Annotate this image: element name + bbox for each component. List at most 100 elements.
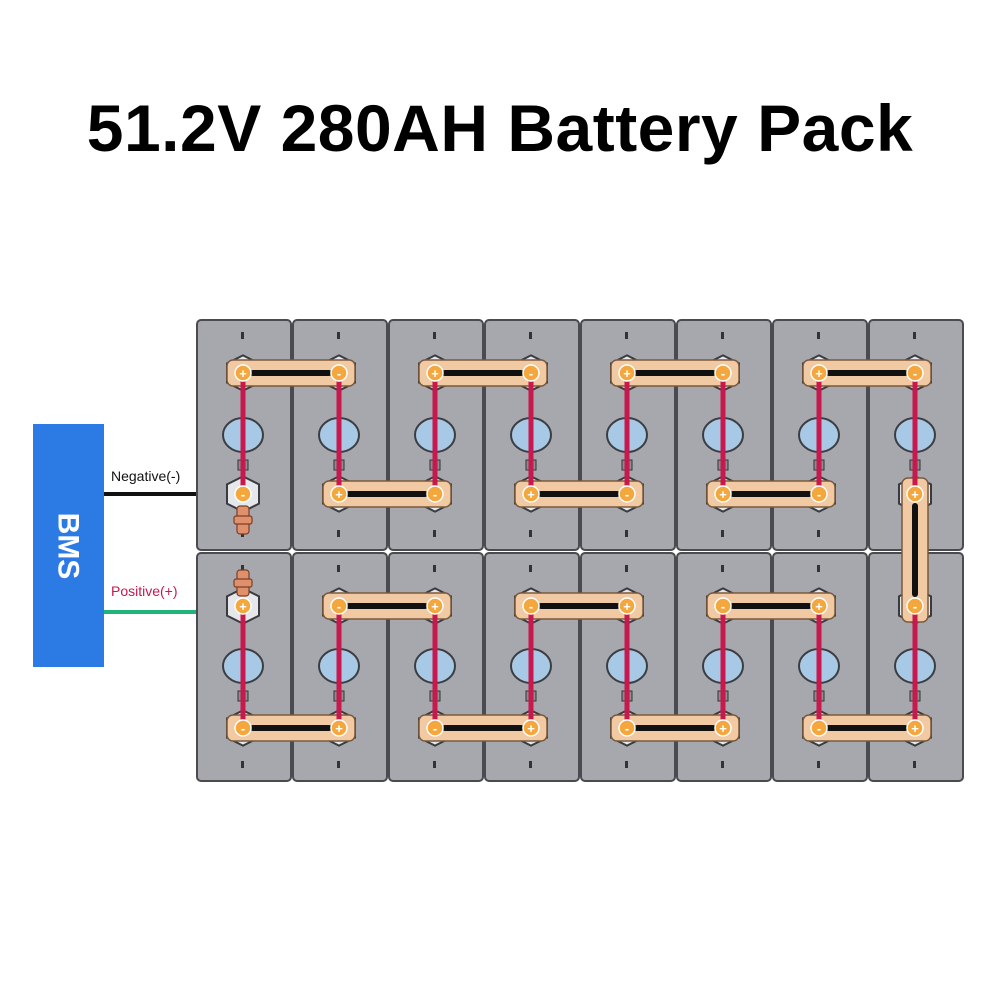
- positive-terminal-icon: +: [426, 597, 444, 615]
- cell-mark: [625, 332, 628, 339]
- terminal-dot: [426, 364, 444, 382]
- positive-terminal-icon: +: [426, 364, 444, 382]
- terminal-dot: [330, 485, 348, 503]
- balance-wire-layer: [240, 370, 918, 731]
- cell-mark: [337, 761, 340, 768]
- terminal-dot: [234, 719, 252, 737]
- terminal-polarity: +: [719, 721, 727, 736]
- terminal-dot: [330, 364, 348, 382]
- terminal-dot: [618, 719, 636, 737]
- cell-mark: [529, 332, 532, 339]
- positive-terminal-icon: +: [330, 719, 348, 737]
- terminal-polarity: -: [817, 487, 821, 502]
- cell-mark: [241, 332, 244, 339]
- negative-terminal-icon: -: [522, 364, 540, 382]
- cell-mark: [625, 761, 628, 768]
- busbar: [706, 592, 836, 620]
- cell-mark: [337, 332, 340, 339]
- cell-mark: [721, 530, 724, 537]
- cell-mark: [241, 761, 244, 768]
- busbar: [322, 480, 452, 508]
- positive-terminal-icon: +: [906, 485, 924, 503]
- positive-lead-label: Positive(+): [111, 583, 178, 599]
- terminal-dot: [522, 485, 540, 503]
- terminal-polarity: +: [431, 366, 439, 381]
- busbar: [514, 480, 644, 508]
- terminal-polarity: -: [241, 721, 245, 736]
- terminal-polarity: -: [625, 721, 629, 736]
- negative-lead-label: Negative(-): [111, 468, 180, 484]
- terminal-dot: [810, 485, 828, 503]
- cell-mark: [721, 332, 724, 339]
- terminal-dot: [714, 597, 732, 615]
- terminal-dot: [714, 719, 732, 737]
- cell-mark: [529, 530, 532, 537]
- cable-lug-icon: [233, 569, 253, 597]
- terminal-polarity: -: [625, 487, 629, 502]
- terminal-polarity: -: [241, 487, 245, 502]
- cell-mark: [817, 530, 820, 537]
- terminal-polarity: +: [719, 487, 727, 502]
- terminal-polarity: -: [817, 721, 821, 736]
- terminal-dot: [522, 597, 540, 615]
- terminal-polarity: +: [623, 366, 631, 381]
- busbar: [514, 592, 644, 620]
- negative-terminal-icon: -: [234, 485, 252, 503]
- terminal-polarity: +: [911, 721, 919, 736]
- cell-mark: [625, 565, 628, 572]
- bms-label: BMS: [52, 513, 85, 580]
- terminal-polarity: -: [433, 487, 437, 502]
- busbar: [802, 714, 932, 742]
- negative-terminal-icon: -: [234, 719, 252, 737]
- terminal-polarity: -: [721, 366, 725, 381]
- terminal-dot: [234, 485, 252, 503]
- busbar: [418, 714, 548, 742]
- terminal-polarity: +: [527, 721, 535, 736]
- positive-terminal-icon: +: [234, 597, 252, 615]
- terminal-polarity: +: [431, 599, 439, 614]
- terminal-dot: [618, 597, 636, 615]
- positive-terminal-icon: +: [330, 485, 348, 503]
- terminal-dot: [810, 597, 828, 615]
- negative-terminal-icon: -: [618, 719, 636, 737]
- terminal-dot: [906, 364, 924, 382]
- terminal-dot: [618, 485, 636, 503]
- busbar: [610, 714, 740, 742]
- cell-mark: [817, 565, 820, 572]
- terminal-dot: [522, 364, 540, 382]
- terminal-polarity: +: [815, 366, 823, 381]
- busbar: [610, 359, 740, 387]
- terminal-polarity: +: [335, 487, 343, 502]
- terminal-dot: [810, 719, 828, 737]
- terminal-dot: [234, 597, 252, 615]
- positive-terminal-icon: +: [810, 597, 828, 615]
- cell-mark: [721, 761, 724, 768]
- cell-mark: [529, 761, 532, 768]
- cell-mark: [433, 530, 436, 537]
- cable-lug-icon: [233, 505, 253, 535]
- busbar-layer: [226, 359, 932, 742]
- cell-mark: [817, 332, 820, 339]
- positive-terminal-icon: +: [714, 485, 732, 503]
- busbar: [418, 359, 548, 387]
- positive-terminal-icon: +: [810, 364, 828, 382]
- terminal-dot: [618, 364, 636, 382]
- cell-mark: [913, 761, 916, 768]
- negative-terminal-icon: -: [618, 485, 636, 503]
- cells-layer: [196, 319, 964, 782]
- bms-module: BMS: [33, 424, 104, 667]
- positive-terminal-icon: +: [234, 364, 252, 382]
- cell-mark: [913, 332, 916, 339]
- cell-mark: [433, 565, 436, 572]
- cell-mark: [529, 565, 532, 572]
- busbar: [322, 592, 452, 620]
- negative-terminal-icon: -: [426, 719, 444, 737]
- positive-terminal-icon: +: [522, 719, 540, 737]
- terminal-dot: [714, 364, 732, 382]
- positive-terminal-icon: +: [618, 597, 636, 615]
- terminal-polarity: +: [239, 366, 247, 381]
- terminal-dot: [906, 719, 924, 737]
- terminal-polarity: +: [335, 721, 343, 736]
- cell-mark: [721, 565, 724, 572]
